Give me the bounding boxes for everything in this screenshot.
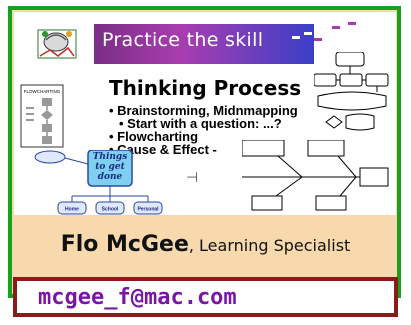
banner-dash — [348, 22, 356, 25]
slide-banner — [94, 24, 314, 64]
bullet-item: • Cause & Effect - — [109, 142, 217, 157]
section-title: Thinking Process — [109, 76, 302, 100]
presenter-name: Flo McGee — [60, 232, 189, 257]
banner-dash — [314, 38, 322, 41]
mindmap-branch-school: School — [102, 207, 119, 213]
slide-banner-title: Practice the skill — [102, 29, 264, 51]
email-address[interactable]: mcgee_f@mac.com — [38, 285, 237, 310]
plus-mark: ⊣ — [186, 169, 199, 185]
flowchart-document-icon: FLOWCHARTING — [20, 84, 64, 148]
presenter-role: , Learning Specialist — [188, 236, 351, 255]
banner-dash — [292, 36, 300, 39]
mindmap-center-label: Things to get done — [92, 152, 128, 182]
banner-dash — [304, 32, 312, 35]
mindmap-branch-home: Home — [65, 207, 79, 213]
doc-icon-label: FLOWCHARTING — [24, 89, 61, 94]
fishbone-diagram — [242, 140, 389, 211]
banner-dash — [332, 26, 340, 29]
bullet-item: • Brainstorming, Midnmapping — [109, 103, 298, 118]
email-box — [13, 277, 398, 317]
bullet-list: • Brainstorming, Midnmapping • Start wit… — [109, 104, 298, 156]
flowchart-diagram — [314, 52, 389, 131]
bullet-item: • Start with a question: ...? — [119, 116, 282, 131]
bullet-item: • Flowcharting — [109, 129, 199, 144]
mindmap-diagram: Things to get done Home School Personal — [34, 150, 163, 215]
slide-preview: Practice the skill FLOWCHARTING Thinking… — [14, 12, 396, 215]
mindmap-branch-personal: Personal — [137, 207, 159, 213]
clipart-brain-icon — [37, 29, 77, 59]
presenter-line: Flo McGee, Learning Specialist — [0, 232, 411, 257]
